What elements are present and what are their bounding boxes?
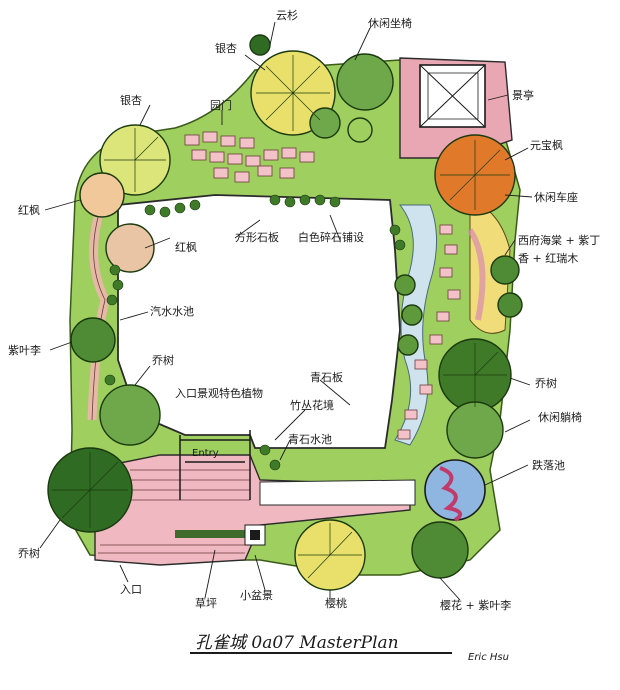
bottom-paving — [94, 430, 416, 566]
drop-pool — [424, 459, 486, 522]
label-xiuxian-chezuo: 休闲车座 — [534, 191, 578, 204]
label-xiaopenjing: 小盆景 — [240, 589, 273, 602]
label-zimuyu: 紫叶李 — [8, 344, 41, 357]
plan-title: 孔雀城 0a07 MasterPlan — [195, 633, 399, 653]
label-rukou-bottom: 入口 — [120, 583, 142, 596]
label-entry-plants: 入口景观特色植物 — [175, 387, 263, 400]
label-zhulin-huajing: 竹丛花境 — [290, 399, 334, 412]
stepping-stones-top — [184, 131, 315, 183]
label-yuanbaofeng: 元宝枫 — [530, 139, 563, 152]
label-yingtao: 樱桃 — [325, 597, 347, 610]
label-qingshiban: 青石板 — [310, 371, 343, 384]
label-shuishu-right: 乔树 — [535, 377, 557, 390]
title-underline — [190, 652, 452, 654]
path-left — [87, 208, 110, 421]
label-caoping: 草坪 — [195, 597, 217, 610]
label-yuanmen: 园门 — [210, 99, 232, 112]
label-xiuxian-tangyi: 休闲躺椅 — [538, 411, 582, 424]
label-shrub-group: 西府海棠 + 紫丁香 + 红瑞木 — [518, 234, 601, 265]
shrub-dots — [104, 194, 406, 471]
label-jiaoting: 景亭 — [512, 89, 534, 102]
label-xiuxian-zuoyi-top: 休闲坐椅 — [368, 17, 412, 30]
label-shuishu-bottom: 乔树 — [18, 547, 40, 560]
label-fangxing-shiban: 方形石板 — [235, 231, 279, 244]
entry-sign-text: Entry — [192, 448, 219, 459]
label-yinghua-zimuyu: 樱花 + 紫叶李 — [440, 599, 512, 612]
label-qingshi-shuichi: 青石水池 — [288, 433, 332, 446]
label-water-pool-left: 汽水水池 — [150, 305, 194, 318]
label-yunshan: 云杉 — [276, 9, 298, 22]
signature: Eric Hsu — [468, 652, 509, 663]
label-baise-suishi: 白色碎石铺设 — [298, 231, 364, 244]
label-hongfeng-left: 红枫 — [18, 204, 40, 217]
pavilion-area — [399, 57, 513, 159]
label-yinxing-left: 银杏 — [120, 94, 142, 107]
label-dieluochi: 跌落池 — [532, 459, 565, 472]
label-hongfeng-mid: 红枫 — [175, 241, 197, 254]
leader-lines — [39, 21, 533, 601]
label-yinxing-top: 银杏 — [215, 42, 237, 55]
tree-texture — [52, 55, 510, 579]
label-shuishu-left: 乔树 — [152, 354, 174, 367]
